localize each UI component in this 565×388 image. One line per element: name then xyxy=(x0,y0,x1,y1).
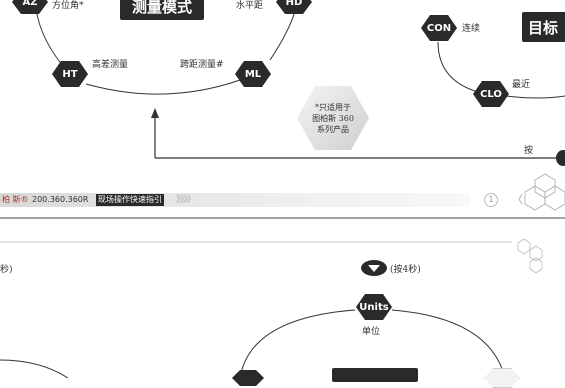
press-label: 按 xyxy=(524,146,534,156)
footer-brand: 柏 斯® xyxy=(2,195,29,204)
page-footer: 柏 斯® 200.360.360R 现场操作快速指引 》》》》 1 〈 xyxy=(0,190,565,210)
az-text: AZ xyxy=(22,0,38,8)
az-label: 方位角* xyxy=(52,1,84,11)
note-line-1: *只适用于 xyxy=(315,102,351,112)
ht-hex: HT xyxy=(52,61,88,87)
ht-text: HT xyxy=(62,68,78,80)
ml-hex: ML xyxy=(235,61,271,87)
connector-lines xyxy=(0,7,565,378)
ht-label: 高差测量 xyxy=(92,60,129,70)
footer-chevrons: 》》》》 xyxy=(176,195,195,205)
units-hex: Units xyxy=(356,294,392,320)
footer-model: 200.360.360R xyxy=(32,195,89,204)
ml-text: ML xyxy=(244,68,262,80)
note-line-2: 图柏斯 360 xyxy=(312,113,354,123)
clo-text: CLO xyxy=(480,88,502,100)
hd-hex: HD xyxy=(276,0,312,14)
units-label: 单位 xyxy=(362,327,381,337)
clo-label: 最近 xyxy=(512,80,531,90)
hd-label: 水平距 xyxy=(236,1,264,11)
left-arrow-icon: 〈 xyxy=(512,193,523,206)
footer-guide-title: 现场操作快速指引 xyxy=(96,194,164,206)
press-hint-label: (按4秒) xyxy=(390,265,421,275)
down-button-icon xyxy=(361,260,387,276)
clo-hex: CLO xyxy=(473,81,509,107)
page-number-icon: 1 xyxy=(484,193,498,207)
con-label: 连续 xyxy=(462,24,481,34)
ml-label: 跨距测量# xyxy=(180,60,224,70)
con-text: CON xyxy=(426,22,452,34)
note-line-3: 系列产品 xyxy=(317,124,349,134)
bottom-mode-box xyxy=(332,368,418,382)
units-text: Units xyxy=(359,301,389,313)
mode-box: 测量模式 xyxy=(120,0,204,20)
target-box: 目标 xyxy=(522,12,565,42)
az-hex: AZ xyxy=(12,0,48,14)
hd-text: HD xyxy=(285,0,303,8)
hex-edge-icon xyxy=(556,150,565,166)
left-fragment-label: 秒) xyxy=(0,265,13,275)
